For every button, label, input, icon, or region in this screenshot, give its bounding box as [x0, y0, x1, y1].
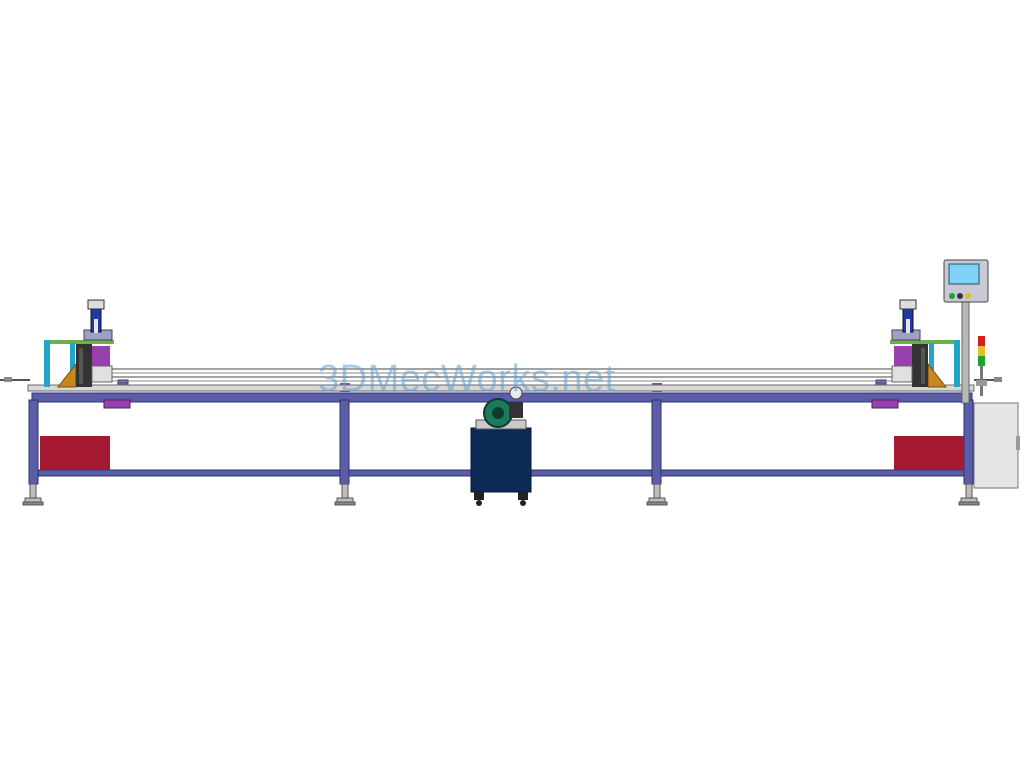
tower-light-yellow	[978, 346, 985, 356]
frame-leg-2	[339, 399, 350, 485]
red-panel-right	[894, 436, 964, 470]
foot-4	[958, 483, 980, 506]
frame-leg-1	[28, 399, 39, 485]
right-cyan-post	[954, 340, 960, 387]
tower-light-green	[978, 356, 985, 366]
hydraulic-tank	[470, 427, 532, 493]
left-mold-wedge	[56, 362, 77, 388]
frame-leg-3	[651, 399, 662, 485]
left-press-head	[44, 299, 131, 409]
leveling-feet	[22, 483, 980, 506]
red-panel-left	[40, 436, 110, 470]
foot-1	[22, 483, 44, 506]
hmi-button-green	[949, 293, 955, 299]
hydraulic-unit	[470, 386, 532, 506]
frame-leg-4	[963, 399, 974, 485]
electrical-cabinet	[973, 402, 1020, 489]
hmi-button-yellow	[965, 293, 971, 299]
tower-light-red	[978, 336, 985, 346]
right-press-head	[871, 299, 960, 409]
foot-2	[334, 483, 356, 506]
right-mold-wedge	[927, 362, 948, 388]
workpiece-rails	[0, 368, 1002, 392]
hmi-screen	[948, 263, 980, 285]
hmi-control-panel	[943, 259, 989, 404]
signal-tower	[976, 336, 987, 396]
left-cyan-post	[44, 340, 50, 387]
foot-3	[646, 483, 668, 506]
hmi-button-dark	[957, 293, 963, 299]
